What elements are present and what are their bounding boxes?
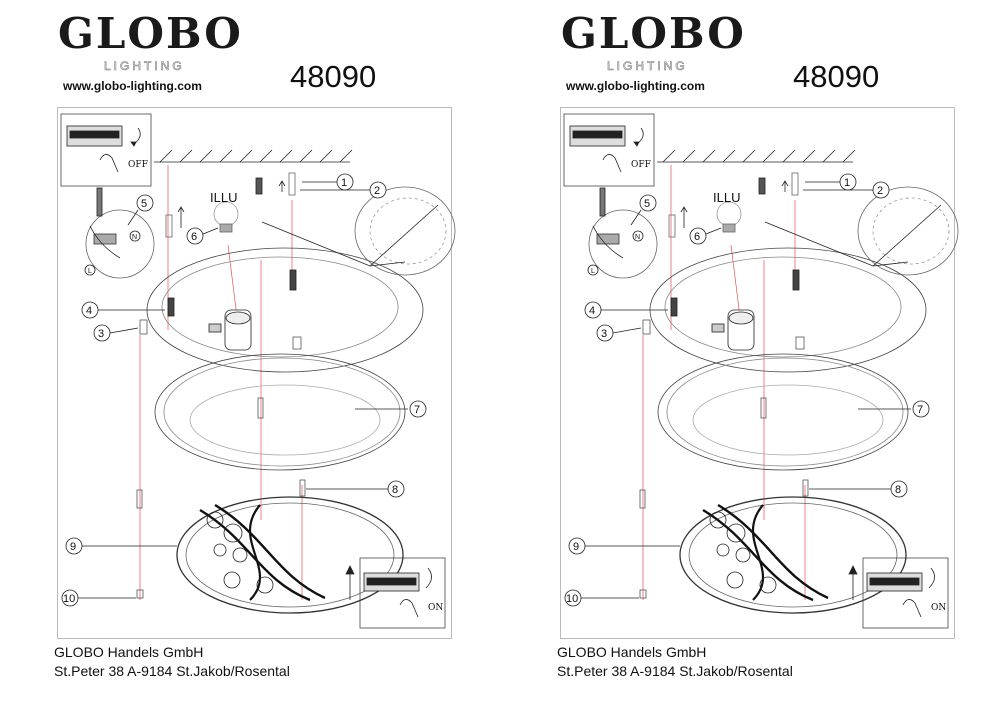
callout-2: 2: [877, 185, 883, 197]
callout-10: 10: [566, 593, 578, 605]
callout-5: 5: [644, 198, 650, 210]
diffuser: [154, 353, 406, 471]
lamp-base: [139, 247, 424, 373]
callouts: 1 2 3 4 5 6 7 8 9 10: [564, 173, 930, 607]
callout-10: 10: [63, 593, 75, 605]
callout-9: 9: [573, 541, 579, 553]
terminal-l: L: [88, 268, 92, 275]
breaker-off-inset: OFF: [60, 113, 152, 187]
decor-cover: [639, 479, 907, 614]
callout-7: 7: [414, 404, 420, 416]
diagram-frame: [57, 107, 452, 639]
ceiling: [657, 149, 856, 163]
company-name: GLOBO Handels GmbH: [557, 644, 707, 660]
callout-6: 6: [191, 231, 197, 243]
mounting-ring-detail: [261, 186, 456, 276]
callout-5: 5: [141, 198, 147, 210]
globo-logo: GLOBO: [58, 9, 243, 58]
mounting-ring-detail: [764, 186, 959, 276]
terminal-l: L: [591, 268, 595, 275]
diagram-frame: [560, 107, 955, 639]
lamp-base: [642, 247, 927, 373]
diffuser: [657, 353, 909, 471]
callout-9: 9: [70, 541, 76, 553]
callout-1: 1: [844, 177, 850, 189]
callouts: 1 2 3 4 5 6 7 8 9 10: [61, 173, 427, 607]
model-number: 48090: [793, 59, 880, 94]
callout-4: 4: [86, 305, 92, 317]
company-name: GLOBO Handels GmbH: [54, 644, 204, 660]
ceiling: [154, 149, 353, 163]
instruction-page-1: GLOBO LIGHTING www.globo-lighting.com 48…: [50, 0, 550, 707]
illu-label: ILLU: [210, 190, 237, 205]
wiring-detail: N L: [587, 187, 658, 279]
on-label: ON: [931, 603, 946, 613]
website-url: www.globo-lighting.com: [63, 79, 202, 93]
company-address: St.Peter 38 A-9184 St.Jakob/Rosental: [54, 663, 290, 679]
breaker-off-inset: OFF: [563, 113, 655, 187]
breaker-on-inset: ON: [848, 557, 949, 629]
callout-1: 1: [341, 177, 347, 189]
model-number: 48090: [290, 59, 377, 94]
wiring-detail: N L: [84, 187, 155, 279]
guide-lines: [139, 165, 303, 600]
globo-logo: GLOBO: [561, 9, 746, 58]
callout-7: 7: [917, 404, 923, 416]
assembly-diagram: OFF: [563, 113, 959, 629]
terminal-n: N: [132, 234, 137, 241]
callout-3: 3: [601, 328, 607, 340]
callout-6: 6: [694, 231, 700, 243]
breaker-on-inset: ON: [345, 557, 446, 629]
off-label: OFF: [128, 160, 148, 170]
instruction-page-2: GLOBO LIGHTING www.globo-lighting.com 48…: [553, 0, 1000, 707]
bulb-illustration: [213, 201, 239, 233]
company-address: St.Peter 38 A-9184 St.Jakob/Rosental: [557, 663, 793, 679]
logo-subtitle: LIGHTING: [607, 59, 688, 73]
callout-8: 8: [392, 484, 398, 496]
illu-label: ILLU: [713, 190, 740, 205]
on-label: ON: [428, 603, 443, 613]
assembly-diagram: OFF: [60, 113, 456, 629]
bulb-illustration: [716, 201, 742, 233]
website-url: www.globo-lighting.com: [566, 79, 705, 93]
decor-cover: [136, 479, 404, 614]
callout-2: 2: [374, 185, 380, 197]
callout-8: 8: [895, 484, 901, 496]
logo-subtitle: LIGHTING: [104, 59, 185, 73]
terminal-n: N: [635, 234, 640, 241]
callout-3: 3: [98, 328, 104, 340]
off-label: OFF: [631, 160, 651, 170]
callout-4: 4: [589, 305, 595, 317]
